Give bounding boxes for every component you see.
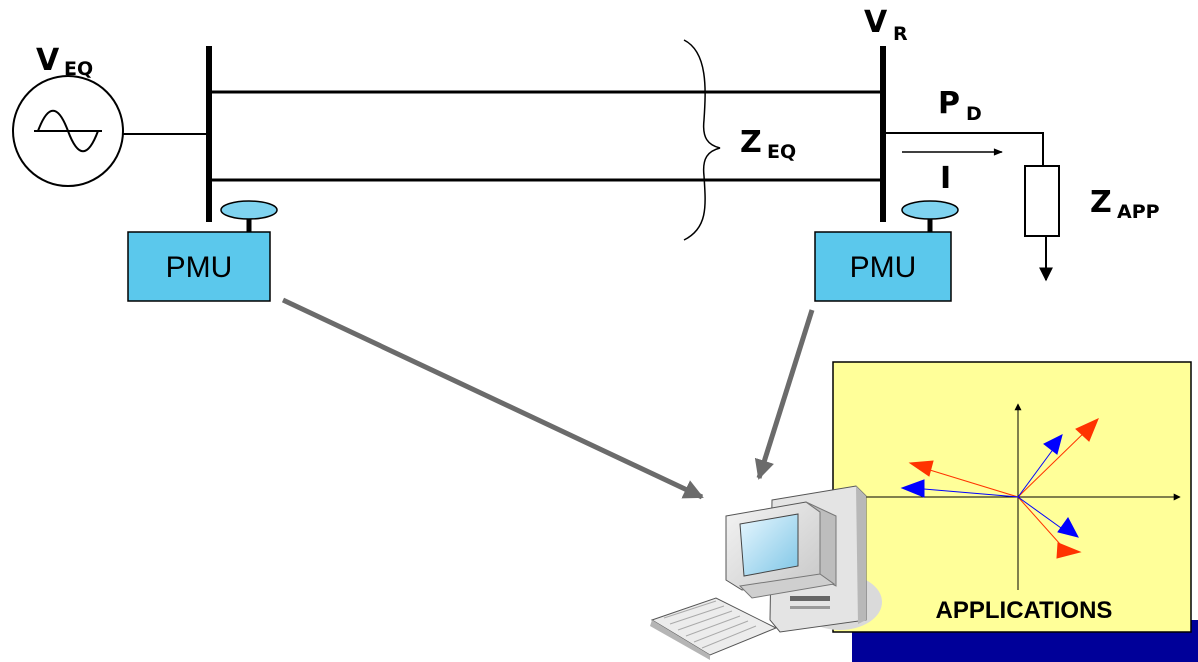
computer-icon: [650, 485, 882, 660]
v-r-sub: R: [893, 23, 908, 45]
red-phasor-down-right-head: [1056, 542, 1082, 559]
p-d-main: P: [938, 86, 960, 121]
z-eq-main: Z: [740, 125, 762, 160]
blue-phasor-down-right-head: [1057, 517, 1079, 538]
right-pmu-label: PMU: [850, 251, 917, 284]
blue-phasor-left-head: [900, 479, 925, 498]
left-pmu-link-arrow: [281, 297, 704, 500]
label-v-r: V R: [864, 5, 908, 45]
p-d-sub: D: [966, 103, 982, 125]
right-pmu-link-arrow: [754, 309, 815, 480]
z-app-sub: APP: [1117, 201, 1160, 223]
v-eq-main: V: [36, 43, 60, 78]
left-pmu-box: [127, 231, 271, 302]
red-phasor-left: [919, 466, 1019, 498]
blue-phasor-left: [911, 487, 1019, 498]
label-p-d: P D: [938, 86, 982, 125]
blue-phasor-up-right-head: [1043, 434, 1063, 455]
label-current: I: [940, 161, 951, 196]
voltage-source-symbol: [12, 75, 124, 187]
label-v-eq: V EQ: [36, 43, 93, 80]
right-pmu-box: [814, 231, 952, 302]
v-r-main: V: [864, 5, 888, 40]
blue-phasor-up-right: [1017, 443, 1058, 498]
applications-label: APPLICATIONS: [936, 597, 1113, 624]
impedance-brace: [683, 39, 721, 241]
load-impedance-box: [1024, 165, 1060, 237]
red-phasor-up-right: [1017, 426, 1091, 498]
label-z-app: Z APP: [1090, 185, 1160, 223]
blue-phasor-down-right: [1017, 496, 1069, 534]
left-antenna-icon: [220, 200, 278, 220]
z-app-main: Z: [1090, 185, 1112, 220]
right-antenna-icon: [901, 200, 959, 220]
v-eq-sub: EQ: [64, 58, 93, 80]
red-phasor-up-right-head: [1075, 418, 1099, 442]
phasor-blue-group: [900, 434, 1079, 538]
load-feeder-line: [883, 132, 1044, 166]
left-pmu-label: PMU: [166, 251, 233, 284]
z-eq-sub: EQ: [767, 141, 796, 163]
label-z-eq: Z EQ: [740, 125, 796, 163]
applications-panel: APPLICATIONS: [832, 361, 1198, 662]
red-phasor-left-head: [908, 460, 934, 477]
phasor-red-group: [908, 418, 1099, 559]
